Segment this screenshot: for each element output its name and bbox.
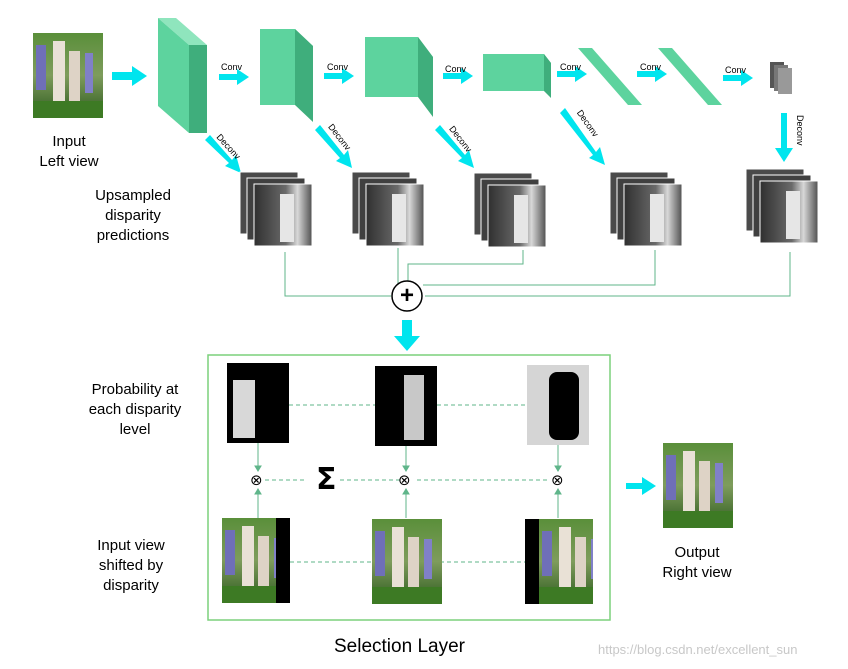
disparity-stack-1 [239,171,313,247]
plus-symbol: + [399,282,414,309]
conv-block-5 [578,48,642,105]
disparity-stack-4 [609,171,683,247]
probability-image-3 [527,365,589,445]
disparity-stack-2 [351,171,425,247]
output-right-image [663,443,733,528]
conv-block-2 [260,29,313,122]
selection-layer-box [207,354,611,621]
disparity-stack-5 [745,168,819,244]
conv-block-3 [365,37,433,117]
conv-block-6 [658,48,722,105]
multiply-connectors [254,443,562,518]
sigma-symbol: Σ [316,462,337,497]
dashed-connectors [265,404,550,563]
shifted-image-1 [222,518,290,603]
conv-label-4: Conv [560,62,582,72]
down-arrow [394,320,420,351]
input-arrow [112,66,147,86]
sum-connector-lines [284,248,791,297]
conv-label-1: Conv [221,62,243,72]
conv-block-4 [483,54,551,98]
output-arrow [626,477,656,495]
multiply-symbol-3: ⊗ [551,471,564,489]
probability-image-1 [227,363,289,443]
probability-image-2 [375,366,437,446]
multiply-symbol-1: ⊗ [250,471,263,489]
selection-layer-label: Selection Layer [334,636,465,657]
conv-block-1 [158,18,207,133]
conv-block-7 [770,62,792,94]
shifted-image-2 [372,519,442,604]
deconv-arrows [205,108,793,173]
disparity-stack-3 [473,172,547,248]
watermark: https://blog.csdn.net/excellent_sun [598,642,798,657]
multiply-symbol-2: ⊗ [398,471,411,489]
input-left-image [33,33,103,118]
conv-label-3: Conv [445,64,467,74]
sum-node [391,280,423,312]
conv-label-2: Conv [327,62,349,72]
shifted-image-3 [525,519,593,604]
conv-label-5: Conv [640,62,662,72]
conv-label-6: Conv [725,65,747,75]
deconv-label-5: Deconv [795,115,805,146]
